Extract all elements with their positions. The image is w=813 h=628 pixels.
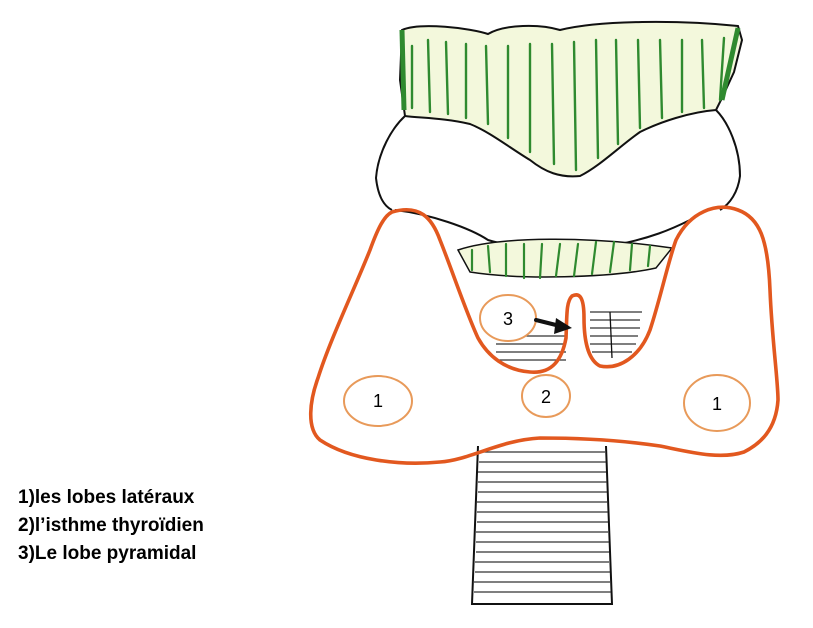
marker-label: 3 (503, 309, 513, 329)
thyroid-gland-outline (308, 205, 780, 465)
legend-item-lateral-lobes: 1)les lobes latéraux (18, 487, 195, 508)
marker-label: 1 (712, 394, 722, 414)
thyroid-cartilage (398, 20, 744, 178)
marker-label: 1 (373, 391, 383, 411)
marker-pyramidal-lobe: 3 (479, 294, 537, 342)
legend-item-isthmus: 2)l’isthme thyroïdien (18, 515, 204, 536)
marker-isthmus: 2 (521, 374, 571, 418)
marker-lateral-lobe-right: 1 (683, 374, 751, 432)
cricoid-cartilage (456, 238, 674, 280)
trachea (470, 445, 614, 605)
legend-item-pyramidal-lobe: 3)Le lobe pyramidal (18, 543, 197, 564)
pyramidal-lobe-arrow (534, 318, 572, 334)
marker-label: 2 (541, 387, 551, 407)
legend: 1)les lobes latéraux 2)l’isthme thyroïdi… (18, 484, 204, 568)
marker-lateral-lobe-left: 1 (343, 375, 413, 427)
cartilage-stripes (410, 36, 726, 172)
trachea-rings-middle (494, 311, 642, 361)
